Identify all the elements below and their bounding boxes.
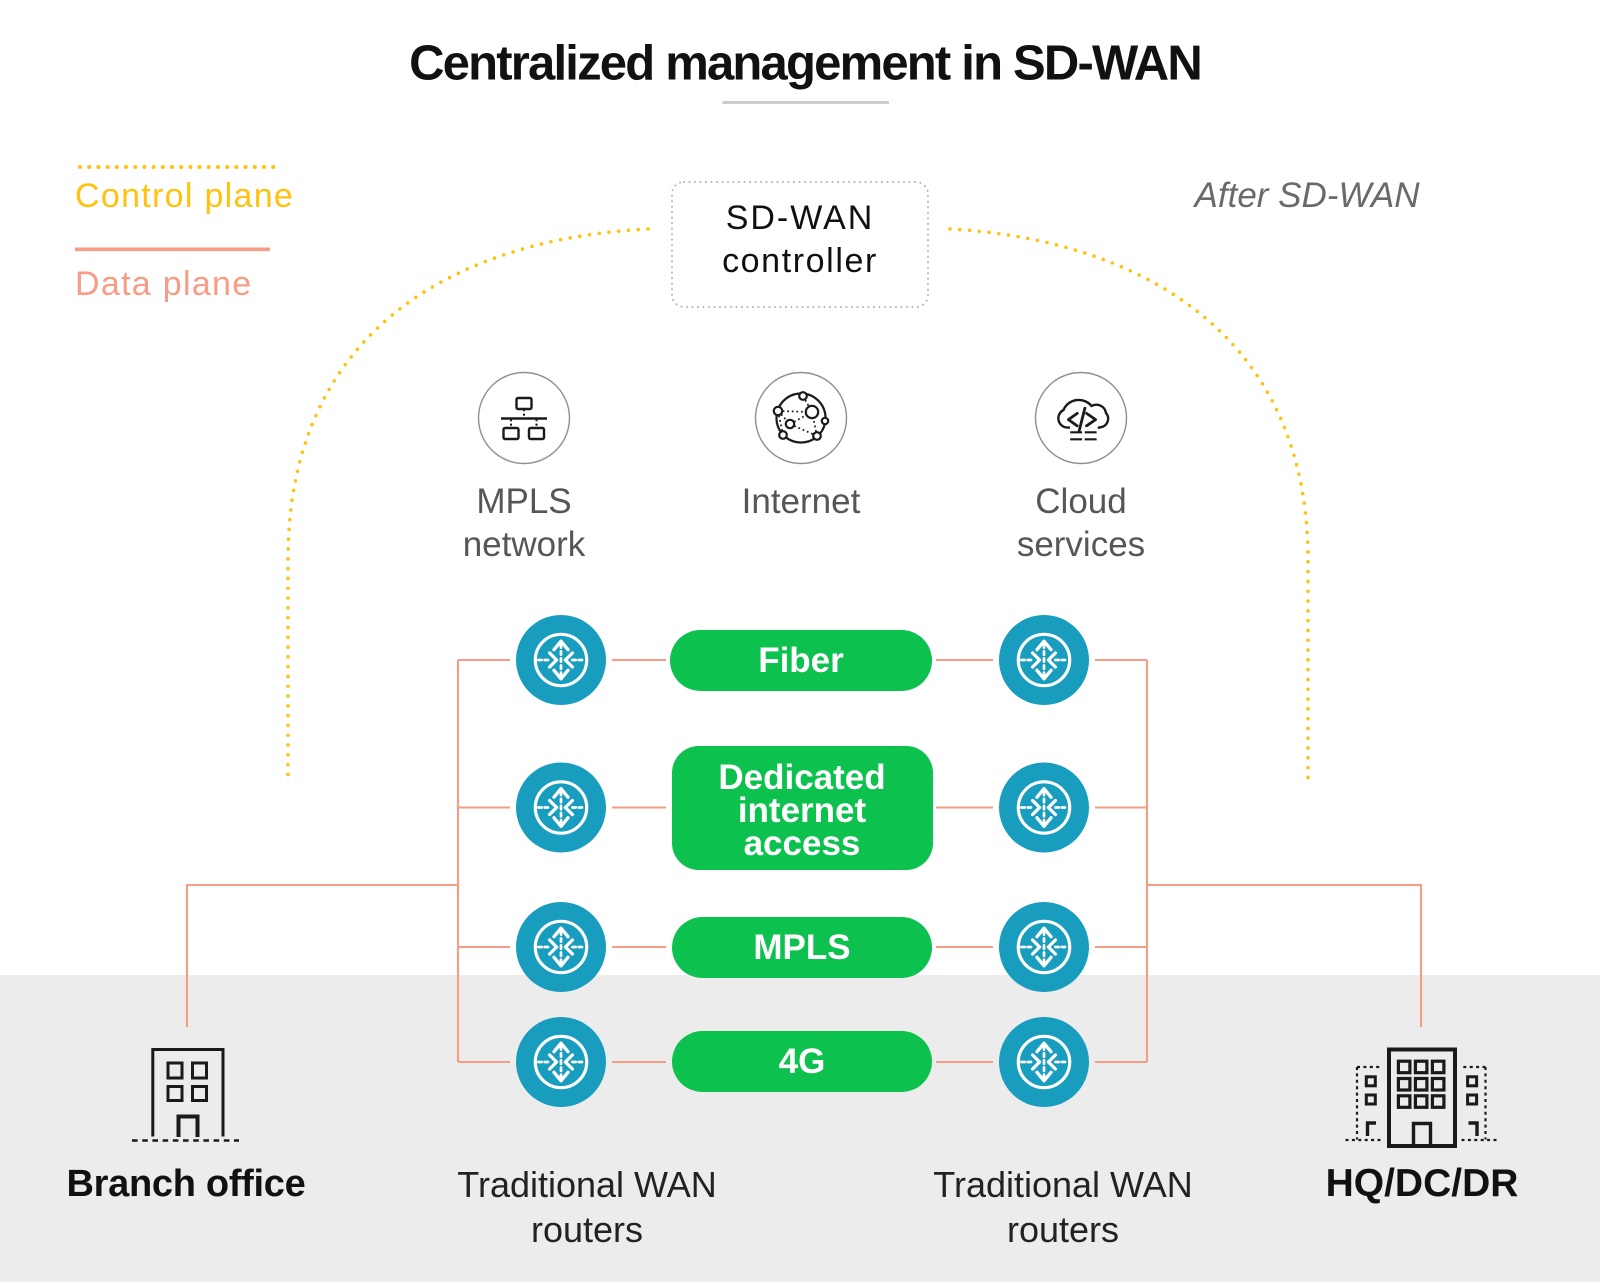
svg-text:Control plane: Control plane [75, 177, 294, 215]
svg-text:SD-WAN: SD-WAN [726, 199, 875, 237]
svg-text:4G: 4G [779, 1042, 826, 1081]
svg-text:Centralized management in SD-W: Centralized management in SD-WAN [409, 37, 1201, 91]
svg-text:routers: routers [1007, 1209, 1119, 1250]
svg-text:Cloud: Cloud [1035, 482, 1126, 521]
svg-text:HQ/DC/DR: HQ/DC/DR [1326, 1162, 1519, 1205]
svg-text:Data plane: Data plane [75, 265, 252, 303]
svg-text:After SD-WAN: After SD-WAN [1193, 176, 1421, 215]
svg-text:Traditional WAN: Traditional WAN [933, 1164, 1192, 1205]
svg-text:routers: routers [531, 1209, 643, 1250]
svg-text:controller: controller [722, 242, 878, 280]
svg-text:Internet: Internet [742, 482, 861, 521]
svg-text:MPLS: MPLS [753, 928, 850, 967]
svg-text:Traditional WAN: Traditional WAN [457, 1164, 716, 1205]
svg-text:access: access [744, 824, 861, 863]
svg-text:services: services [1017, 525, 1145, 564]
svg-text:Fiber: Fiber [758, 641, 844, 680]
svg-text:Dedicated: Dedicated [718, 758, 885, 797]
svg-text:Branch office: Branch office [67, 1163, 306, 1205]
svg-text:network: network [463, 525, 586, 564]
svg-text:MPLS: MPLS [476, 482, 571, 521]
svg-text:internet: internet [738, 791, 867, 830]
